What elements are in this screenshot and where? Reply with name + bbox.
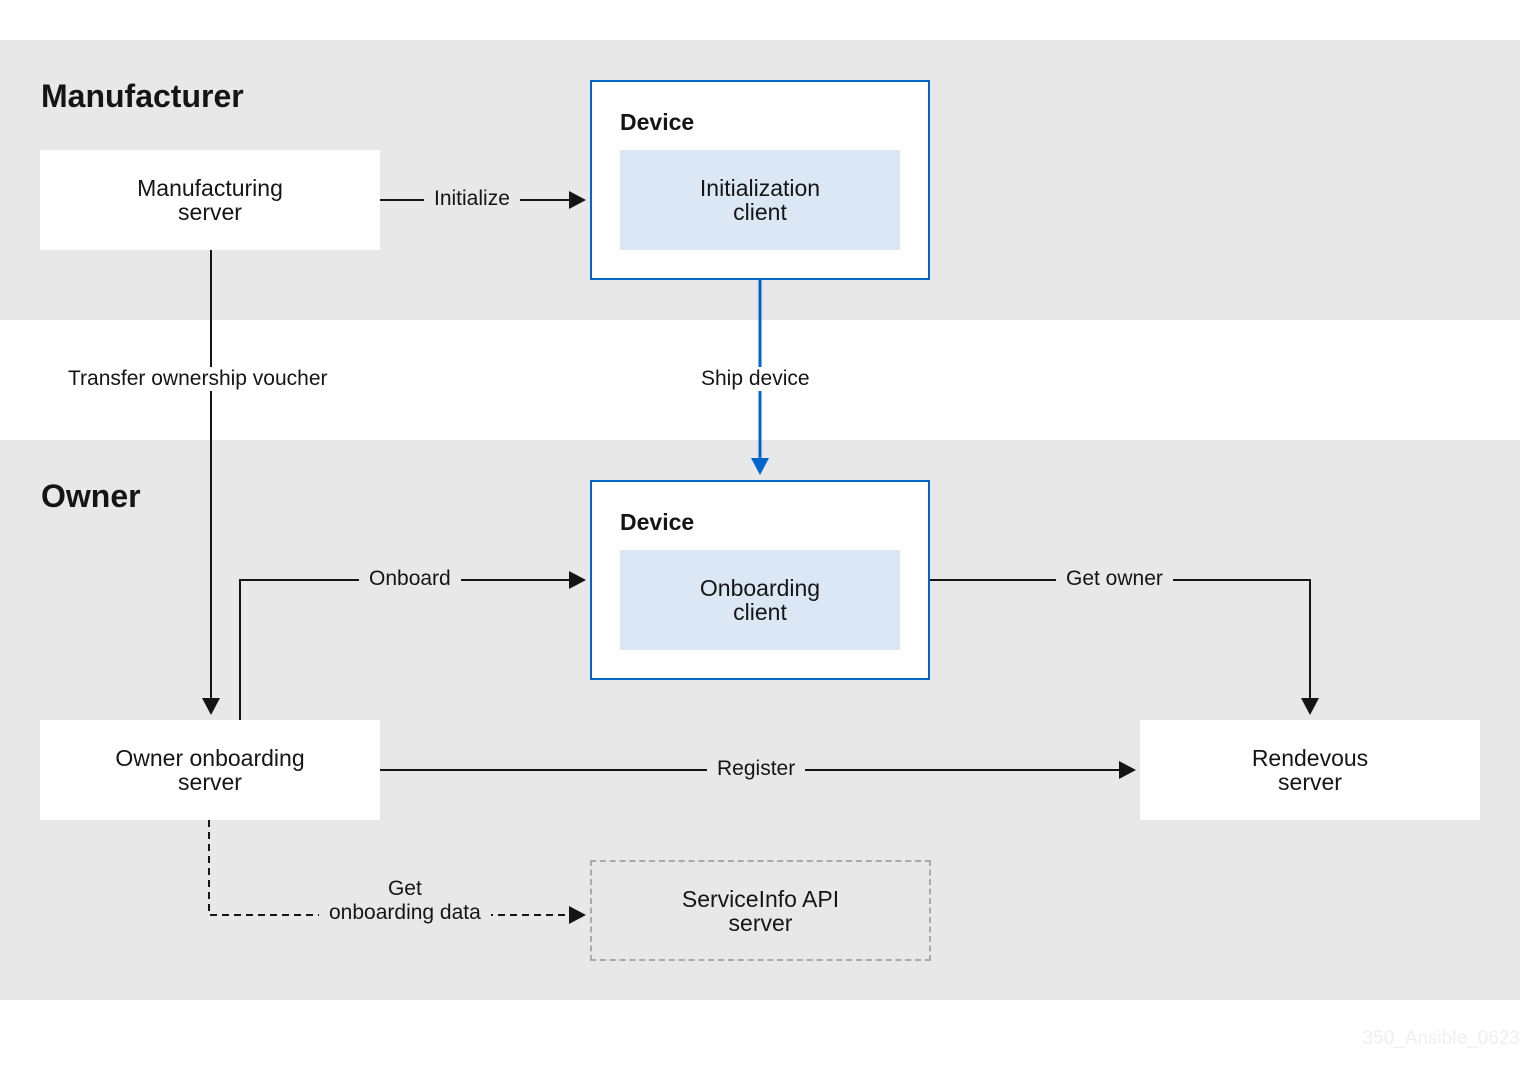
manufacturer-title: Manufacturer bbox=[41, 78, 244, 114]
get-owner-arrowhead bbox=[1301, 698, 1319, 715]
initialize-arrowhead bbox=[569, 191, 586, 209]
get-owner-edge-label: Get owner bbox=[1056, 567, 1173, 591]
ship-device-arrowhead bbox=[751, 458, 769, 475]
get-onboarding-data-arrowhead bbox=[569, 906, 586, 924]
ship-device-edge-label: Ship device bbox=[691, 367, 820, 391]
register-arrowhead bbox=[1119, 761, 1136, 779]
owner-title: Owner bbox=[41, 478, 141, 514]
device-title-manufacturer: Device bbox=[620, 109, 695, 135]
onboard-edge-label: Onboard bbox=[359, 567, 461, 591]
get-onboarding-data-edge-label: Get onboarding data bbox=[319, 877, 491, 925]
onboard-arrowhead bbox=[569, 571, 586, 589]
register-edge-label: Register bbox=[707, 757, 806, 781]
get-owner-edge bbox=[930, 579, 1311, 700]
device-title-owner: Device bbox=[620, 509, 695, 535]
initialize-edge-label: Initialize bbox=[424, 187, 520, 211]
figure-id-watermark: 350_Ansible_0623 bbox=[1362, 1028, 1520, 1049]
onboard-edge bbox=[239, 579, 570, 720]
transfer-voucher-edge-label: Transfer ownership voucher bbox=[58, 367, 338, 391]
transfer-voucher-arrowhead bbox=[202, 698, 220, 715]
